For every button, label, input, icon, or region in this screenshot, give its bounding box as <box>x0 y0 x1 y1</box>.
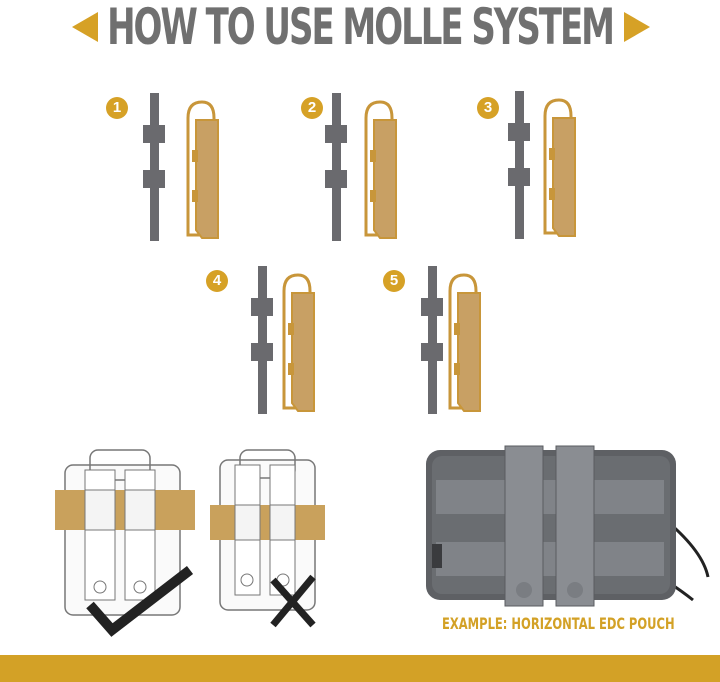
example-caption: EXAMPLE: HORIZONTAL EDC POUCH <box>442 614 675 633</box>
webbing-column <box>150 93 159 241</box>
step-diagram-4 <box>251 266 315 414</box>
webbing-tab <box>421 298 443 316</box>
webbing-tab <box>325 170 347 188</box>
step-badge-1: 1 <box>106 97 128 119</box>
webbing-tab <box>143 170 165 188</box>
pouch-body <box>291 292 315 412</box>
footer-band <box>0 655 720 682</box>
right-arrow-icon <box>624 12 650 42</box>
pouch-body <box>373 119 397 239</box>
webbing-tab <box>508 168 530 186</box>
step-badge-4: 4 <box>206 270 228 292</box>
incorrect-attachment-diagram <box>210 449 325 628</box>
webbing-column <box>428 266 437 414</box>
step-diagram-3 <box>508 91 576 239</box>
webbing-tab <box>251 343 273 361</box>
x-mark-icon <box>270 574 316 628</box>
step-badge-2: 2 <box>301 97 323 119</box>
example-pouch-image <box>426 445 710 607</box>
step-diagram-1 <box>143 93 219 241</box>
webbing-tab <box>421 343 443 361</box>
step-badge-3: 3 <box>477 97 499 119</box>
webbing-column <box>515 91 524 239</box>
webbing-tab <box>325 125 347 143</box>
webbing-tab <box>251 298 273 316</box>
webbing-tab <box>143 125 165 143</box>
webbing-column <box>332 93 341 241</box>
webbing-tab <box>508 123 530 141</box>
pouch-body <box>552 117 576 237</box>
step-badge-5: 5 <box>383 270 405 292</box>
step-diagram-5 <box>421 266 481 414</box>
left-arrow-icon <box>72 12 98 42</box>
pouch-body <box>195 119 219 239</box>
pouch-body <box>457 292 481 412</box>
checkmark-icon <box>86 566 194 637</box>
correct-attachment-diagram <box>55 449 195 637</box>
page-title: HOW TO USE MOLLE SYSTEM <box>107 0 615 56</box>
webbing-column <box>258 266 267 414</box>
step-diagram-2 <box>325 93 397 241</box>
